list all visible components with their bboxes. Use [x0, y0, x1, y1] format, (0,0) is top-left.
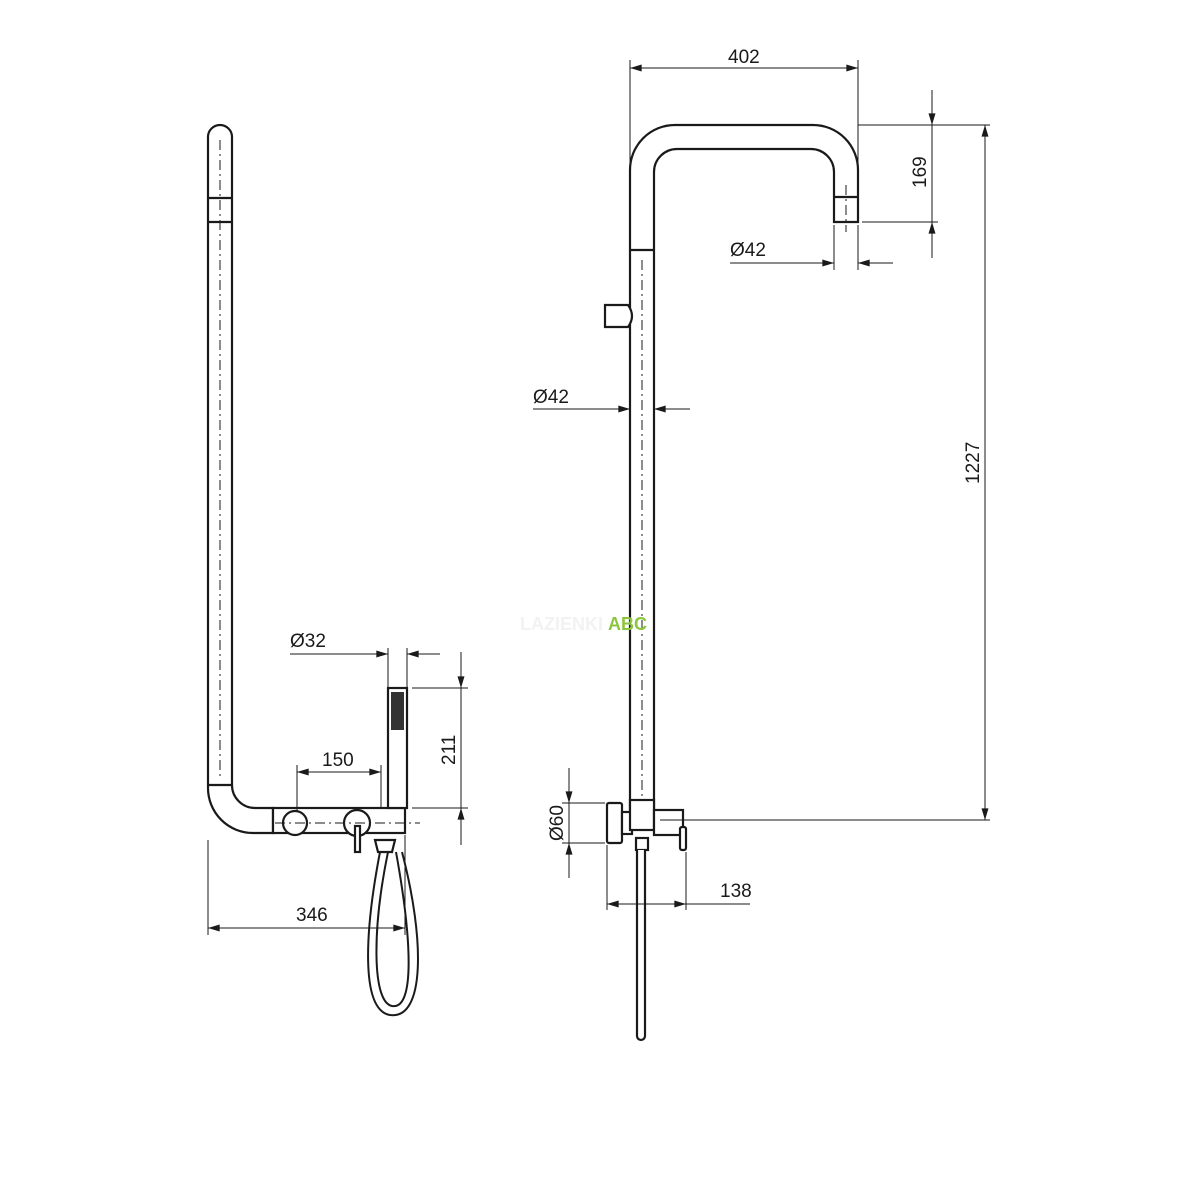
dim-arm-reach: 402: [728, 47, 760, 68]
overhead-arm: [628, 123, 860, 822]
watermark: LAZIENKI ABC: [520, 614, 647, 634]
watermark-brand: ABC: [608, 614, 647, 634]
dim-total-depth: 346: [296, 905, 328, 926]
mixer-lever-side: [678, 825, 688, 852]
dim-hand-shower-height: 211: [439, 735, 460, 765]
dim-total-height: 1227: [963, 442, 984, 484]
shower-holder: [603, 303, 634, 329]
watermark-prefix: LAZIENKI: [520, 614, 603, 634]
hose-connector: [373, 838, 397, 854]
dim-knob-diameter: Ø60: [547, 805, 568, 841]
hand-shower-nozzles: [391, 692, 404, 730]
hose-side: [635, 850, 647, 1042]
dim-mixer-depth: 138: [720, 881, 752, 902]
left-view: Ø32 211 150 346: [206, 123, 468, 1017]
dim-hand-shower-diameter: Ø32: [290, 631, 326, 652]
pipe-bottom: [628, 798, 656, 832]
mixer-body-side: [652, 808, 685, 837]
hose-connector-side: [634, 836, 650, 852]
dim-head-diameter: Ø42: [730, 240, 766, 261]
right-view: 402 169 Ø42 Ø42 1227 Ø60 138: [533, 47, 990, 1042]
hose-outer: [367, 851, 419, 1017]
dim-knob-spacing: 150: [322, 750, 354, 771]
dim-pipe-diameter: Ø42: [533, 387, 569, 408]
hose-inner: [375, 851, 410, 1008]
right-knob: [605, 801, 624, 845]
mixer-lever: [353, 824, 362, 854]
left-shower-pipe: [206, 123, 275, 835]
dim-arm-drop: 169: [910, 156, 931, 188]
